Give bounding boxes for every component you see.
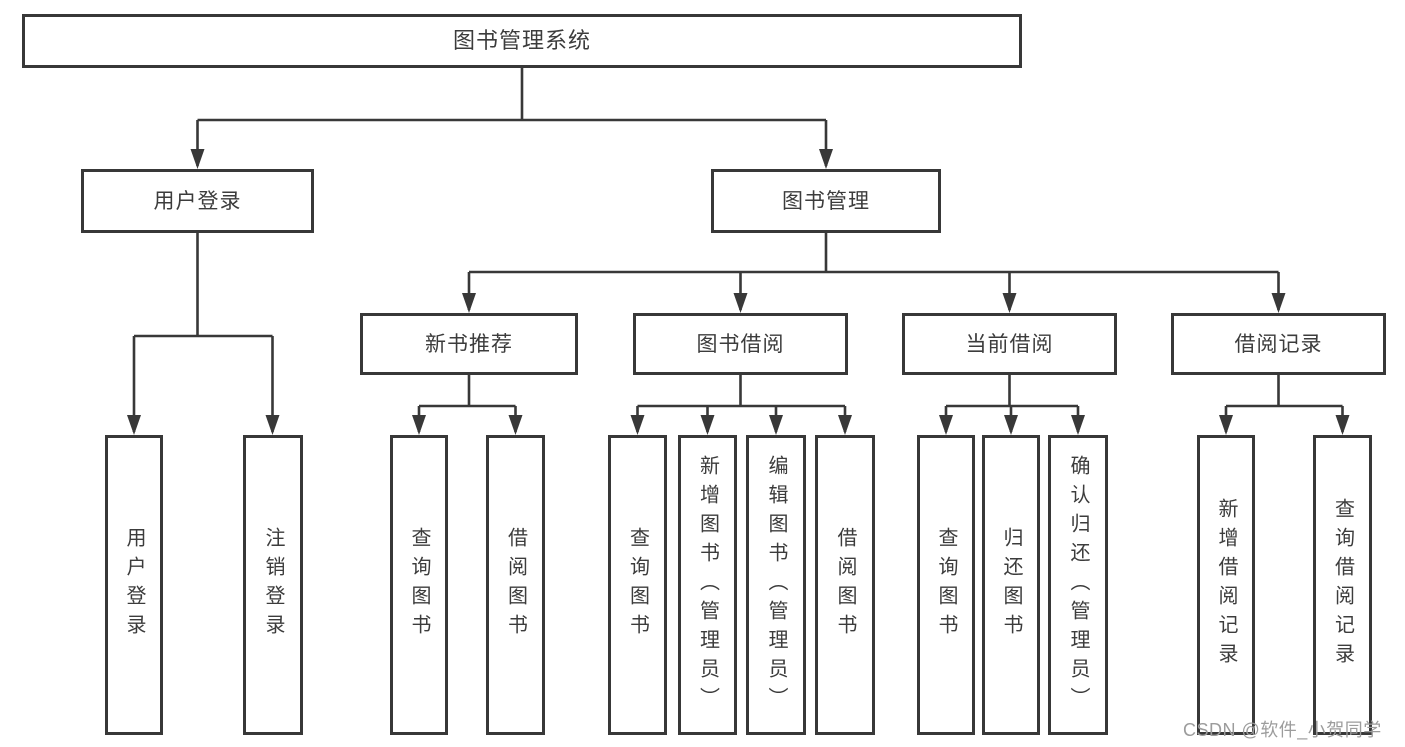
csdn-watermark: CSDN @软件_小贺同学 [1183,720,1382,740]
node-borrowing-records: 借阅记录 [1171,313,1386,375]
arrowhead-down [127,415,141,435]
arrowhead-down [265,415,280,435]
node-confirm-return-admin: 确认归还（管理员） [1048,435,1108,735]
node-library-management-system: 图书管理系统 [22,14,1022,68]
arrowhead-down [630,415,645,435]
node-logout: 注销登录 [243,435,303,735]
arrowhead-down [190,149,205,169]
node-edit-books-admin: 编辑图书（管理员） [746,435,806,735]
node-current-borrowing: 当前借阅 [902,313,1117,375]
connector-root-to-level2 [190,68,833,169]
node-return-books: 归还图书 [982,435,1040,735]
arrowhead-down [1002,293,1017,313]
arrowhead-down [819,149,833,169]
arrowhead-down [462,293,476,313]
node-user-login-leaf: 用户登录 [105,435,163,735]
node-new-book-recommend: 新书推荐 [360,313,578,375]
connector-user-login-to-leaves [127,233,280,435]
arrowhead-down [838,415,852,435]
arrowhead-down [769,415,783,435]
node-borrow-books-borrowing: 借阅图书 [815,435,875,735]
connector-current-borrow-to-leaves [939,375,1085,435]
node-borrow-books-recommend: 借阅图书 [486,435,545,735]
node-query-books-borrowing: 查询图书 [608,435,667,735]
arrowhead-down [1071,415,1085,435]
arrowhead-down [733,293,748,313]
node-add-borrow-record: 新增借阅记录 [1197,435,1255,735]
node-query-books-current: 查询图书 [917,435,975,735]
connector-book-borrow-to-leaves [630,375,852,435]
node-book-borrowing: 图书借阅 [633,313,848,375]
arrowhead-down [1271,293,1286,313]
node-query-books-recommend: 查询图书 [390,435,448,735]
node-book-management: 图书管理 [711,169,941,233]
arrowhead-down [1219,415,1233,435]
arrowhead-down [1335,415,1350,435]
node-user-login: 用户登录 [81,169,314,233]
arrowhead-down [508,415,523,435]
node-query-borrow-record: 查询借阅记录 [1313,435,1372,735]
arrowhead-down [700,415,715,435]
connector-borrow-record-to-leaves [1219,375,1350,435]
arrowhead-down [412,415,426,435]
arrowhead-down [1004,415,1018,435]
connector-book-mgmt-to-level3 [462,233,1286,313]
connector-new-book-rec-to-leaves [412,375,523,435]
node-add-books-admin: 新增图书（管理员） [678,435,737,735]
arrowhead-down [939,415,953,435]
